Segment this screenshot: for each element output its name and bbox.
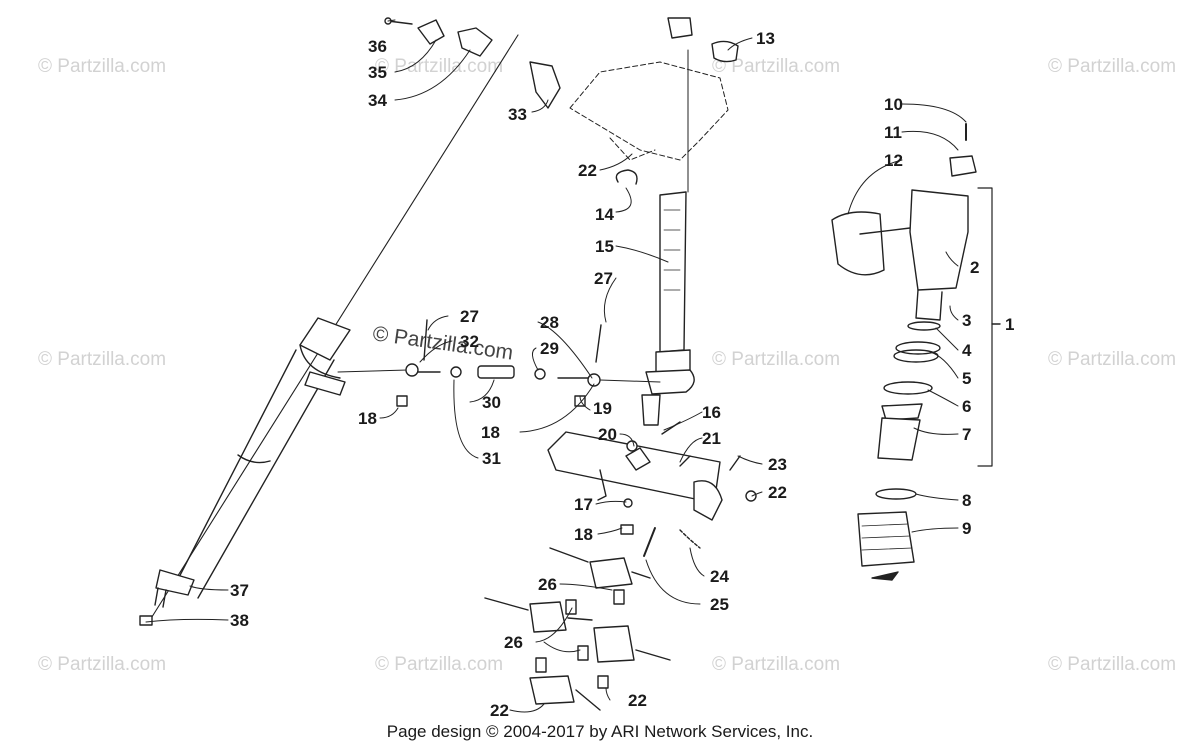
steering-arm: [547, 421, 757, 535]
callout-6: 6: [962, 397, 971, 416]
callout-5: 5: [962, 369, 971, 388]
callout-15: 15: [595, 237, 614, 256]
watermark: © Partzilla.com: [38, 654, 166, 675]
line-art: [139, 17, 1001, 713]
callout-22-bottom: 22: [490, 701, 509, 720]
watermark: © Partzilla.com: [712, 56, 840, 77]
callout-26-upper: 26: [538, 575, 557, 594]
callout-37: 37: [230, 581, 249, 600]
callout-9: 9: [962, 519, 971, 538]
callout-25: 25: [710, 595, 729, 614]
watermark-layer: © Partzilla.com © Partzilla.com © Partzi…: [38, 56, 1176, 675]
steering-post: [641, 49, 695, 426]
callout-35: 35: [368, 63, 387, 82]
callout-1: 1: [1005, 315, 1014, 334]
callout-22-top: 22: [578, 161, 597, 180]
callout-12: 12: [884, 151, 903, 170]
watermark: © Partzilla.com: [38, 56, 166, 77]
watermark: © Partzilla.com: [1048, 654, 1176, 675]
callout-21: 21: [702, 429, 721, 448]
callout-27-left: 27: [460, 307, 479, 326]
callout-7: 7: [962, 425, 971, 444]
callout-16: 16: [702, 403, 721, 422]
callout-30: 30: [482, 393, 501, 412]
callout-18-left: 18: [358, 409, 377, 428]
callout-22-right: 22: [768, 483, 787, 502]
callout-19: 19: [593, 399, 612, 418]
callout-17: 17: [574, 495, 593, 514]
callout-28: 28: [540, 313, 559, 332]
callout-18-lower: 18: [574, 525, 593, 544]
watermark: © Partzilla.com: [712, 654, 840, 675]
watermark: © Partzilla.com: [375, 654, 503, 675]
callout-4: 4: [962, 341, 972, 360]
right-exploded-stack: [831, 123, 1001, 581]
callout-2: 2: [970, 258, 979, 277]
callout-20: 20: [598, 425, 617, 444]
callout-layer: 1 2 3 4 5 6 7 8 9 10 11 12 13 14 15 16 1…: [230, 29, 1014, 720]
watermark: © Partzilla.com: [1048, 349, 1176, 370]
callout-24: 24: [710, 567, 729, 586]
callout-23: 23: [768, 455, 787, 474]
watermark: © Partzilla.com: [38, 349, 166, 370]
callout-26-lower: 26: [504, 633, 523, 652]
callout-33: 33: [508, 105, 527, 124]
callout-34: 34: [368, 91, 387, 110]
tie-rod-assembly: [337, 319, 661, 407]
callout-38: 38: [230, 611, 249, 630]
watermark: © Partzilla.com: [1048, 56, 1176, 77]
watermark: © Partzilla.com: [375, 56, 503, 77]
callout-29: 29: [540, 339, 559, 358]
callout-8: 8: [962, 491, 971, 510]
upper-bracket-parts: [384, 17, 561, 109]
callout-13: 13: [756, 29, 775, 48]
copyright-footer: Page design © 2004-2017 by ARI Network S…: [386, 722, 814, 741]
callout-31: 31: [482, 449, 501, 468]
lower-steering-shaft: [139, 317, 351, 626]
callout-11: 11: [884, 123, 902, 142]
callout-36: 36: [368, 37, 387, 56]
watermark: © Partzilla.com: [712, 349, 840, 370]
lower-bushing-blocks: [484, 547, 671, 711]
callout-32: 32: [460, 332, 479, 351]
callout-3: 3: [962, 311, 971, 330]
callout-18-center: 18: [481, 423, 500, 442]
callout-14: 14: [595, 205, 614, 224]
callout-10: 10: [884, 95, 903, 114]
callout-22-lower: 22: [628, 691, 647, 710]
callout-27-right: 27: [594, 269, 613, 288]
leader-lines: [145, 19, 967, 713]
